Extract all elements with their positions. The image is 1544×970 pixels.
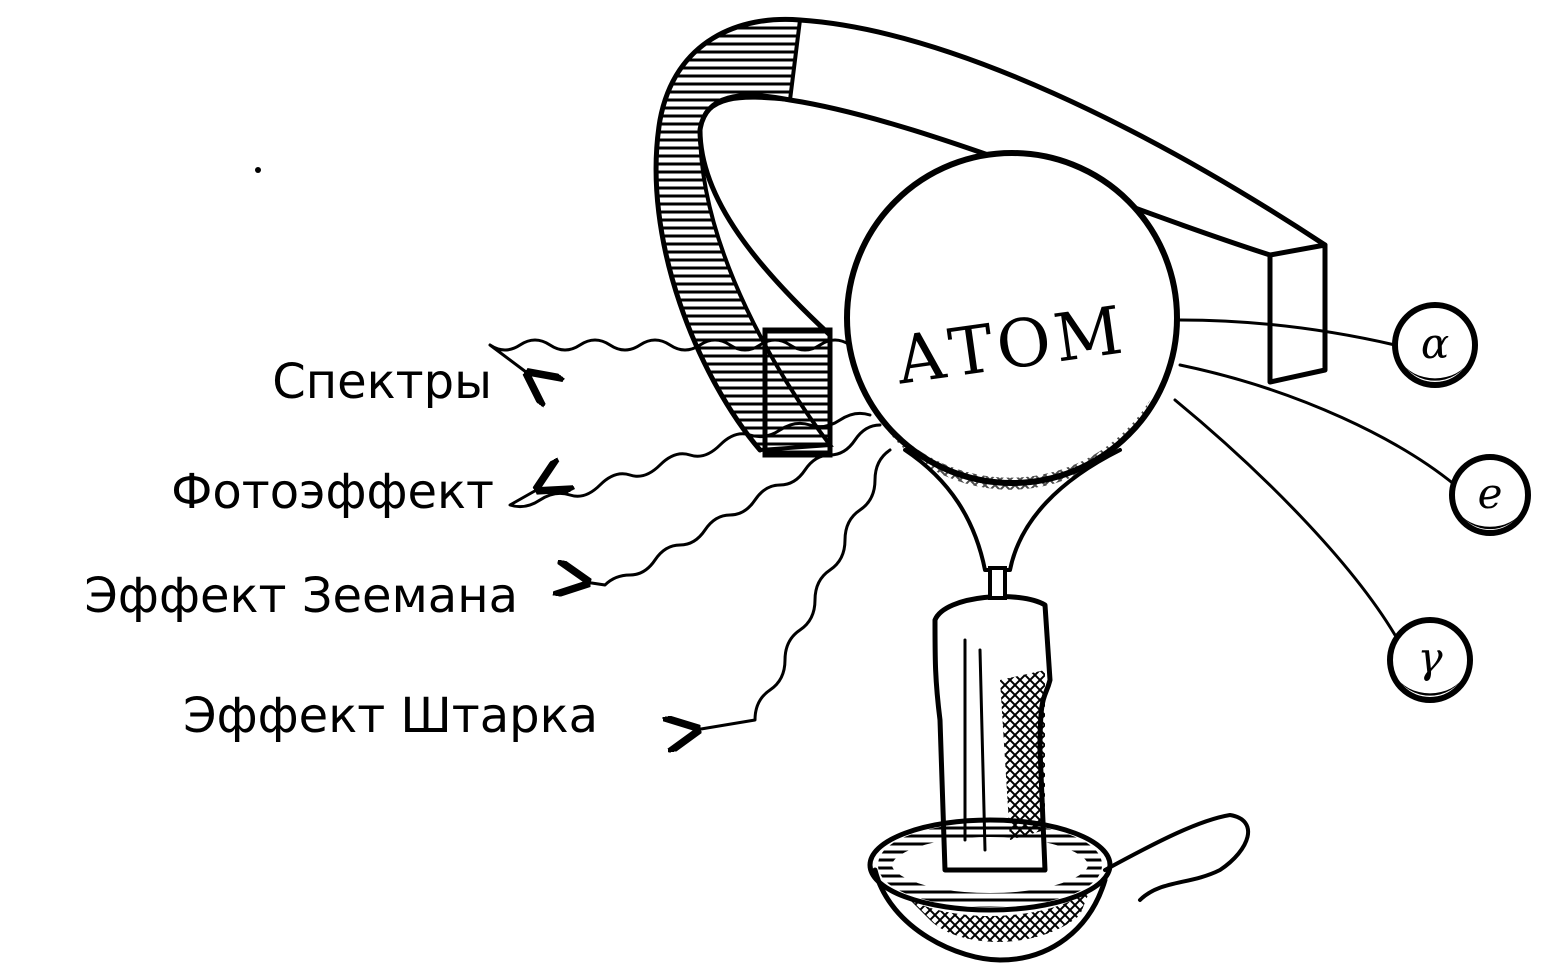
ink-dot (255, 167, 261, 173)
arrow-spectra (488, 338, 852, 375)
arrow-photoeffect (508, 411, 872, 509)
particle-gamma: γ (1387, 617, 1473, 703)
atom: АТОМ (844, 150, 1180, 490)
arrow-stark (695, 448, 892, 730)
candle (932, 566, 1053, 873)
candle-holder (867, 813, 1251, 963)
label-photoeffect: Фотоэффект (171, 464, 494, 520)
particle-electron: e (1449, 454, 1531, 536)
alpha-symbol: α (1421, 319, 1449, 368)
label-stark-effect: Эффект Штарка (183, 688, 598, 744)
particle-alpha: α (1392, 302, 1478, 388)
gamma-symbol: γ (1417, 633, 1443, 682)
label-spectra: Спектры (272, 354, 492, 410)
electron-symbol: e (1478, 469, 1503, 518)
emission-arrows (488, 338, 892, 730)
arrow-zeeman (585, 423, 882, 585)
particle-lines (1173, 318, 1457, 637)
label-zeeman-effect: Эффект Зеемана (84, 568, 518, 624)
